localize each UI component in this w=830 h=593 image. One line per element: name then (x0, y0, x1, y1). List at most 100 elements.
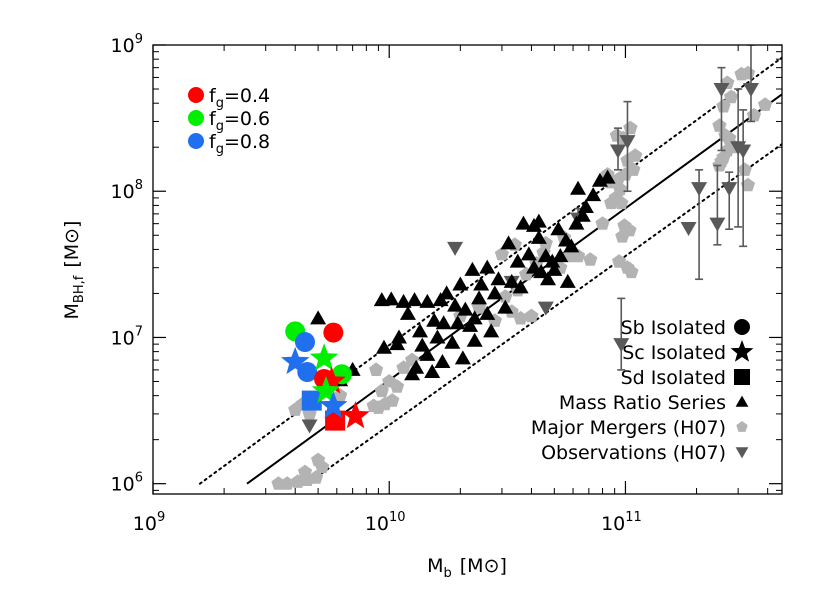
plot-frame (152, 44, 783, 495)
data-point-mass-ratio-series-10 (447, 297, 464, 312)
data-point-mass-ratio-series-58 (530, 213, 547, 228)
data-point-major-mergers-h07-7 (311, 452, 326, 467)
x-tick-label-base: 10 (133, 513, 157, 535)
fg-legend-value: =0.8 (224, 131, 270, 153)
data-point-major-mergers-h07-68 (722, 130, 737, 145)
data-point-mass-ratio-series-14 (471, 290, 488, 305)
data-point-major-mergers-h07-11 (333, 388, 348, 402)
y-tick-label-base: 10 (111, 35, 135, 57)
y-tick-label-base: 10 (111, 474, 135, 496)
data-point-observations-h07-11 (713, 83, 730, 98)
legend-symbol-star (730, 340, 754, 362)
legend-label-sb-isolated: Sb Isolated (621, 317, 726, 339)
legend-symbol-circle (734, 319, 750, 335)
x-tick-label-base: 10 (365, 513, 389, 535)
legend-symbol-square (734, 369, 750, 385)
y-tick-label-exp: 9 (135, 32, 143, 47)
x-tick-label: 1010 (365, 510, 406, 535)
data-point-major-mergers-h07-17 (382, 374, 397, 388)
data-point-sb-isolated-2 (294, 332, 315, 353)
y-tick-label-exp: 6 (135, 471, 143, 486)
fg-legend-dot-0.8 (188, 133, 204, 149)
data-point-major-mergers-h07-33 (513, 310, 528, 325)
data-point-mass-ratio-series-57 (550, 221, 567, 236)
data-point-major-mergers-h07-74 (740, 65, 756, 80)
data-point-mass-ratio-series-49 (435, 315, 452, 330)
y-tick-label: 109 (111, 32, 143, 57)
data-point-mass-ratio-series-7 (406, 292, 423, 307)
fg-legend-f: f (209, 85, 217, 107)
data-point-mass-ratio-series-23 (500, 235, 517, 250)
data-point-major-mergers-h07-55 (614, 195, 629, 210)
data-point-major-mergers-h07-34 (524, 308, 539, 323)
data-point-major-mergers-h07-71 (723, 89, 739, 104)
legend-label-sd-isolated: Sd Isolated (621, 367, 726, 389)
y-tick-label-base: 10 (111, 181, 135, 203)
series-mass-ratio-series (310, 169, 616, 391)
series-major-mergers-h07 (271, 65, 773, 490)
data-point-major-mergers-h07-40 (583, 252, 598, 266)
data-point-sc-isolated-4 (319, 391, 348, 419)
data-point-observations-h07-3 (537, 301, 554, 316)
data-point-mass-ratio-series-15 (452, 276, 469, 291)
fg-legend-sub: g (216, 96, 224, 111)
data-point-mass-ratio-series-54 (520, 246, 537, 261)
data-point-mass-ratio-series-53 (512, 279, 529, 294)
data-point-mass-ratio-series-34 (568, 215, 585, 230)
fit-line-lower (306, 143, 782, 485)
data-point-mass-ratio-series-62 (383, 291, 400, 306)
fg-legend-f: f (209, 131, 217, 153)
data-point-observations-h07-8 (680, 222, 697, 237)
fg-legend-value: =0.6 (224, 108, 270, 130)
data-point-mass-ratio-series-69 (462, 317, 479, 332)
data-point-sd-isolated-0 (301, 390, 322, 411)
legend-label-sc-isolated: Sc Isolated (622, 342, 726, 364)
legend-label-major-mergers: Major Mergers (H07) (531, 417, 726, 439)
x-tick-label-base: 10 (601, 513, 625, 535)
data-point-mass-ratio-series-16 (473, 276, 490, 291)
data-point-mass-ratio-series-59 (574, 207, 591, 222)
x-tick-label-exp: 9 (157, 510, 165, 525)
y-tick-label-exp: 8 (135, 178, 143, 193)
data-point-mass-ratio-series-51 (479, 305, 496, 320)
y-axis-label: MBH,f[M⊙] (61, 221, 87, 320)
data-point-major-mergers-h07-35 (494, 246, 510, 261)
fg-legend-label-0.8: fg=0.8 (209, 131, 270, 157)
data-point-mass-ratio-series-56 (544, 253, 561, 268)
data-point-mass-ratio-series-47 (412, 323, 429, 338)
x-axis-label: Mb[M⊙] (427, 555, 507, 581)
data-point-major-mergers-h07-78 (740, 177, 756, 192)
data-point-mass-ratio-series-50 (438, 285, 455, 300)
x-axis-label-unit: [M⊙] (460, 555, 507, 577)
data-point-observations-h07-6 (609, 144, 626, 159)
y-axis-label-main: M (61, 303, 83, 319)
data-point-mass-ratio-series-4 (375, 339, 392, 354)
data-point-major-mergers-h07-69 (712, 118, 727, 132)
data-point-mass-ratio-series-31 (552, 248, 569, 263)
data-point-observations-h07-10 (709, 217, 726, 232)
data-point-observations-h07-0 (301, 419, 318, 434)
data-point-sc-isolated-2 (317, 366, 346, 394)
data-point-mass-ratio-series-19 (486, 285, 503, 300)
data-point-mass-ratio-series-33 (563, 238, 580, 253)
y-tick-label: 106 (111, 471, 143, 496)
data-points (271, 45, 773, 490)
data-point-mass-ratio-series-65 (414, 337, 431, 352)
data-point-mass-ratio-series-17 (464, 261, 481, 276)
legend-symbol-triangle-up (735, 395, 749, 407)
fg-legend-f: f (209, 108, 217, 130)
data-point-mass-ratio-series-0 (310, 310, 327, 325)
data-point-observations-h07-9 (691, 182, 708, 197)
data-point-mass-ratio-series-37 (570, 180, 587, 195)
data-point-mass-ratio-series-60 (559, 273, 576, 288)
data-point-mass-ratio-series-39 (599, 169, 616, 184)
data-point-major-mergers-h07-19 (369, 362, 384, 376)
data-point-mass-ratio-series-20 (497, 299, 514, 314)
data-point-mass-ratio-series-22 (509, 253, 526, 268)
data-point-observations-h07-7 (619, 135, 636, 150)
data-point-mass-ratio-series-44 (454, 350, 471, 365)
data-point-major-mergers-h07-54 (628, 148, 643, 162)
fg-legend-dot-0.4 (188, 87, 204, 103)
fg-legend-sub: g (216, 142, 224, 157)
data-point-mass-ratio-series-24 (515, 215, 532, 230)
